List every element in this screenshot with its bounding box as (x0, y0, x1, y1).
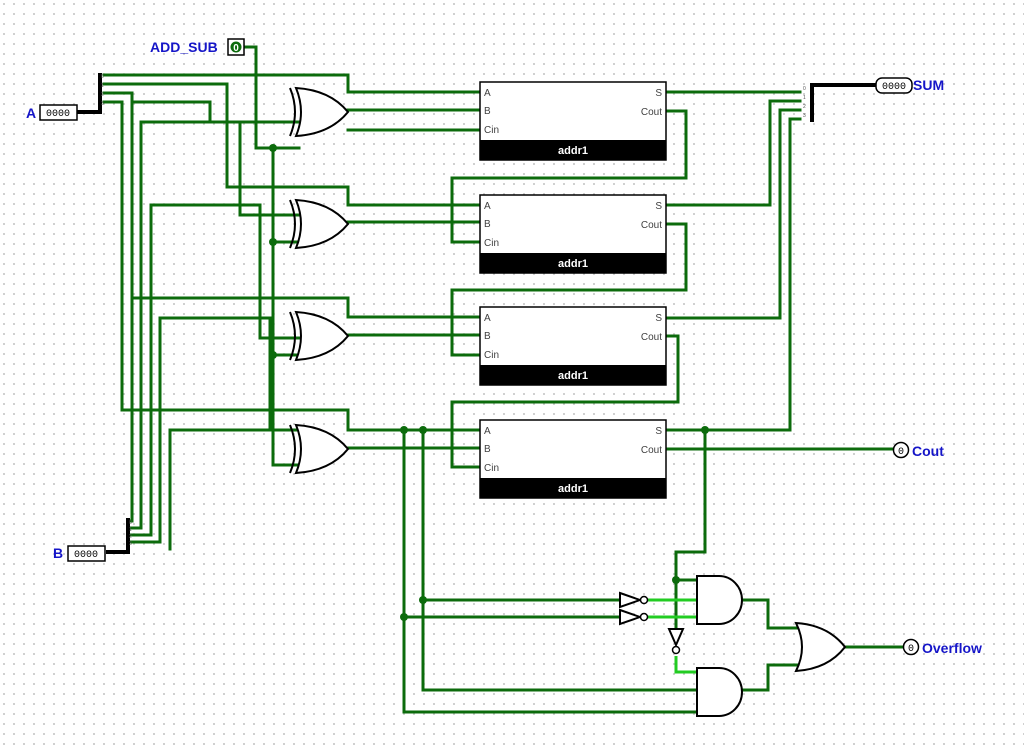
pin-label-b: B (484, 106, 491, 117)
pin-label-s: S (655, 201, 662, 212)
add-sub-input[interactable]: ADD_SUB 0 (150, 38, 245, 56)
a-label: A (26, 105, 36, 121)
junction-dot (269, 351, 277, 359)
splitter-bit-label: 3 (803, 113, 806, 119)
pin-label-cout: Cout (641, 220, 662, 231)
not-gate-3[interactable] (667, 628, 685, 655)
sum-label: SUM (913, 77, 944, 93)
not-gate-2[interactable] (619, 608, 649, 626)
and-gate-2[interactable] (696, 667, 743, 717)
xor-gate-4[interactable] (289, 423, 350, 475)
sum-output[interactable]: 0000 SUM (875, 77, 944, 94)
splitter-bit-label: 1 (101, 83, 104, 89)
b-value: 0000 (74, 550, 98, 561)
adder-name: addr1 (558, 483, 588, 495)
splitter-bit-label: 1 (129, 527, 132, 533)
pin-label-cout: Cout (641, 107, 662, 118)
adder-block-4[interactable]: A B Cin S Cout addr1 (479, 419, 667, 499)
pin-label-a: A (484, 313, 491, 324)
splitter-b[interactable]: 0 1 2 3 (106, 518, 132, 554)
junction-dot (269, 144, 277, 152)
pin-label-cin: Cin (484, 350, 499, 361)
splitter-bit-label: 0 (129, 520, 132, 526)
pin-label-a: A (484, 201, 491, 212)
pin-label-cin: Cin (484, 238, 499, 249)
junction-dot (400, 613, 408, 621)
splitter-sum[interactable]: 0 1 2 3 (803, 83, 876, 122)
splitter-bit-label: 2 (803, 104, 806, 110)
pin-label-s: S (655, 426, 662, 437)
adder-name: addr1 (558, 258, 588, 270)
adder-name: addr1 (558, 370, 588, 382)
overflow-value: 0 (908, 644, 914, 655)
splitter-bit-label: 1 (803, 95, 806, 101)
splitter-bit-label: 2 (129, 534, 132, 540)
xor-gate-1[interactable] (289, 86, 350, 138)
pin-label-b: B (484, 331, 491, 342)
b-label: B (53, 545, 63, 561)
splitter-a[interactable]: 0 1 2 3 (68, 73, 104, 114)
pin-label-b: B (484, 219, 491, 230)
splitter-bit-label: 0 (803, 86, 806, 92)
adder-block-3[interactable]: A B Cin S Cout addr1 (479, 306, 667, 386)
or-gate[interactable] (794, 621, 847, 673)
add-sub-value: 0 (233, 43, 239, 54)
a-input[interactable]: A 0000 (26, 104, 78, 121)
junction-dot (701, 426, 709, 434)
and-gate-1[interactable] (696, 575, 743, 625)
sum-value: 0000 (882, 82, 906, 93)
junction-dot (419, 426, 427, 434)
overflow-output[interactable]: 0 Overflow (902, 638, 983, 657)
adder-block-2[interactable]: A B Cin S Cout addr1 (479, 194, 667, 274)
overflow-label: Overflow (922, 640, 982, 656)
adder-name: addr1 (558, 145, 588, 157)
pin-label-cin: Cin (484, 125, 499, 136)
pin-label-a: A (484, 426, 491, 437)
junction-dot (419, 596, 427, 604)
cout-output[interactable]: 0 Cout (892, 441, 945, 460)
pin-label-cout: Cout (641, 332, 662, 343)
a-value: 0000 (46, 109, 70, 120)
not-gate-1[interactable] (619, 591, 649, 609)
pin-label-cout: Cout (641, 445, 662, 456)
xor-gate-3[interactable] (289, 310, 350, 362)
b-input[interactable]: B 0000 (53, 545, 106, 562)
pin-label-cin: Cin (484, 463, 499, 474)
cout-label: Cout (912, 443, 944, 459)
junction-dot (672, 576, 680, 584)
adder-block-1[interactable]: A B Cin S Cout addr1 (479, 81, 667, 161)
splitter-bit-label: 2 (101, 92, 104, 98)
splitter-bit-label: 0 (101, 74, 104, 80)
add-sub-label: ADD_SUB (150, 39, 218, 55)
cout-value: 0 (898, 447, 904, 458)
pin-label-b: B (484, 444, 491, 455)
pin-label-s: S (655, 313, 662, 324)
xor-gate-2[interactable] (289, 198, 350, 250)
junctions (269, 144, 709, 621)
splitter-bit-label: 3 (101, 101, 104, 107)
wires (102, 45, 905, 714)
splitter-bit-label: 3 (129, 541, 132, 547)
junction-dot (269, 238, 277, 246)
pin-label-s: S (655, 88, 662, 99)
junction-dot (400, 426, 408, 434)
pin-label-a: A (484, 88, 491, 99)
